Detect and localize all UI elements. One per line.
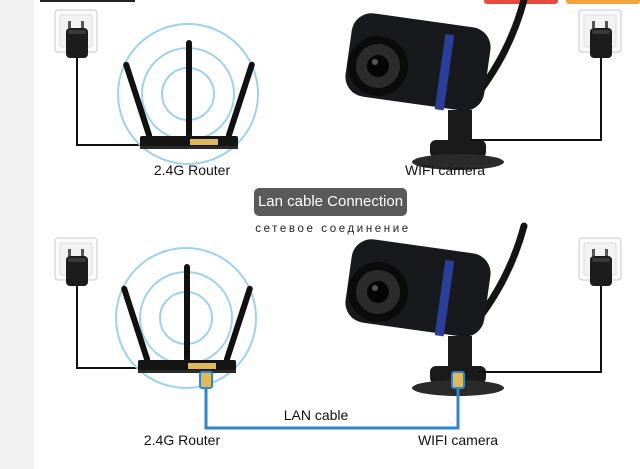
lan-cable-icon (199, 371, 465, 430)
top-camera-icon (343, 0, 524, 170)
bottom-right-power-adapter-icon (590, 256, 612, 286)
connection-subtitle: сетевое соединение (255, 223, 411, 235)
top-right-power-adapter-icon (590, 28, 612, 58)
top-left-power-adapter-icon (66, 28, 88, 58)
top-border-line (40, 0, 135, 2)
top-router-label: 2.4G Router (154, 162, 231, 178)
connection-type-badge: Lan cable Connection (254, 188, 407, 216)
bottom-router-power-cable (76, 286, 146, 369)
bottom-camera-power-cable (478, 286, 602, 373)
top-router-power-cable (76, 58, 146, 146)
lan-cable-label: LAN cable (284, 407, 349, 423)
top-camera-power-cable (470, 58, 602, 141)
left-margin-strip (0, 0, 34, 469)
bottom-camera-icon (343, 226, 524, 396)
bottom-left-power-adapter-icon (66, 256, 88, 286)
top-camera-label: WIFI camera (405, 162, 485, 178)
top-orange-tab[interactable] (566, 0, 640, 4)
bottom-camera-label: WIFI camera (418, 432, 498, 448)
bottom-router-label: 2.4G Router (144, 432, 221, 448)
